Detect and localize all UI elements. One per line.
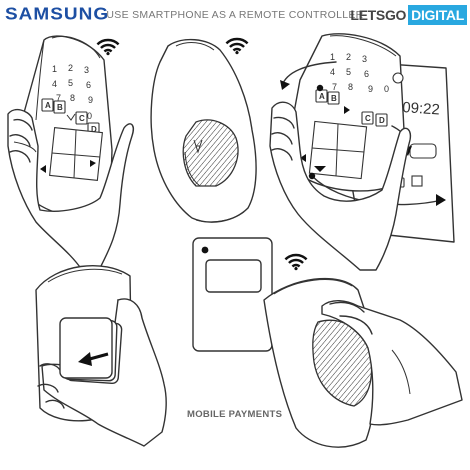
logo-part-1: LETSGO	[350, 7, 407, 23]
key-c: C	[79, 114, 85, 123]
key-9: 9	[368, 84, 373, 94]
key-b-frame	[53, 100, 66, 114]
device-top-rim	[51, 36, 101, 59]
letsgodigital-logo: LETSGO DIGITAL	[350, 5, 467, 25]
key-d: D	[379, 116, 385, 125]
key-b: B	[57, 103, 63, 112]
clock-display: 09:22	[402, 99, 441, 119]
key-2: 2	[346, 52, 351, 62]
key-4: 4	[52, 79, 57, 89]
pivot-dot	[308, 172, 316, 180]
wifi-icon	[225, 37, 249, 55]
key-0: 0	[87, 111, 92, 121]
device-edge	[35, 39, 45, 121]
payment-card	[59, 317, 123, 385]
payment-terminal	[192, 237, 273, 352]
card-front	[59, 317, 113, 379]
key-8: 8	[348, 82, 353, 92]
hand-palm	[321, 300, 463, 426]
settings-tile	[411, 175, 423, 187]
hand-palm	[7, 108, 134, 271]
number-keys: 1 2 3 4 5 6 7 8 9 0	[330, 52, 389, 94]
figure-rotating-remote: 09:22 1 2 3 4 5 6 7 8 9 0	[269, 33, 455, 271]
hand-finger-3	[9, 150, 31, 163]
key-4: 4	[330, 67, 335, 77]
sensor-dot	[392, 72, 404, 84]
key-c: C	[365, 114, 371, 123]
hand	[269, 101, 412, 271]
pivot-dot	[316, 84, 324, 92]
page-title: USE SMARTPHONE AS A REMOTE CONTROLLER	[106, 9, 364, 21]
key-a-frame	[41, 98, 54, 112]
chevron-down-icon	[66, 113, 76, 121]
samsung-brand: SAMSUNG	[5, 5, 110, 24]
key-2: 2	[68, 63, 73, 73]
key-7: 7	[56, 93, 61, 103]
key-9: 9	[88, 95, 93, 105]
wifi-icon	[96, 38, 120, 56]
key-3: 3	[362, 54, 367, 64]
number-keys: 1 2 3 4 5 6 7 8 9 0	[52, 63, 93, 121]
terminal-display	[205, 259, 262, 293]
hand-finger-2	[9, 134, 31, 147]
mobile-payments-caption: MOBILE PAYMENTS	[187, 409, 283, 420]
left-arrow-icon	[78, 352, 109, 366]
letter-keys: A B C D	[41, 98, 100, 136]
logo-part-2: DIGITAL	[408, 5, 467, 25]
d-pad	[300, 120, 368, 180]
wifi-icon	[284, 253, 308, 271]
key-0: 0	[384, 84, 389, 94]
hand	[7, 108, 134, 271]
key-a: A	[45, 101, 51, 110]
terminal-indicator-dot	[201, 246, 209, 254]
payment-coil	[182, 119, 239, 187]
figure-device-back	[150, 37, 257, 223]
hand	[37, 298, 167, 447]
d-pad	[40, 127, 103, 181]
figure-remote-keypad: 1 2 3 4 5 6 7 8 9 0 A B C D	[7, 35, 134, 271]
hand-finger-1	[13, 118, 33, 131]
left-arrow-icon	[300, 154, 306, 162]
hand	[321, 300, 463, 426]
letter-keys: A B C D	[315, 89, 388, 127]
chevron-right-icon	[344, 106, 350, 114]
figure-card-removal	[35, 264, 167, 447]
screen-pill-button	[409, 143, 437, 159]
hand-palm	[269, 101, 412, 271]
figure-payment-terminal	[192, 237, 308, 352]
hand-palm	[41, 298, 167, 447]
key-c-frame	[75, 111, 88, 125]
key-1: 1	[52, 64, 57, 74]
key-a: A	[319, 92, 325, 101]
key-5: 5	[346, 67, 351, 77]
key-1: 1	[330, 52, 335, 62]
key-3: 3	[84, 65, 89, 75]
key-d: D	[91, 125, 97, 134]
key-5: 5	[68, 78, 73, 88]
key-6: 6	[86, 80, 91, 90]
down-arrow-icon	[314, 166, 326, 172]
figure-contactless-payment	[263, 277, 463, 448]
key-6: 6	[364, 69, 369, 79]
key-8: 8	[70, 93, 75, 103]
left-arrow-icon	[40, 165, 46, 173]
right-arrow-icon	[90, 160, 96, 167]
currency-icon	[193, 139, 203, 154]
key-7: 7	[332, 82, 337, 92]
key-b: B	[331, 94, 337, 103]
